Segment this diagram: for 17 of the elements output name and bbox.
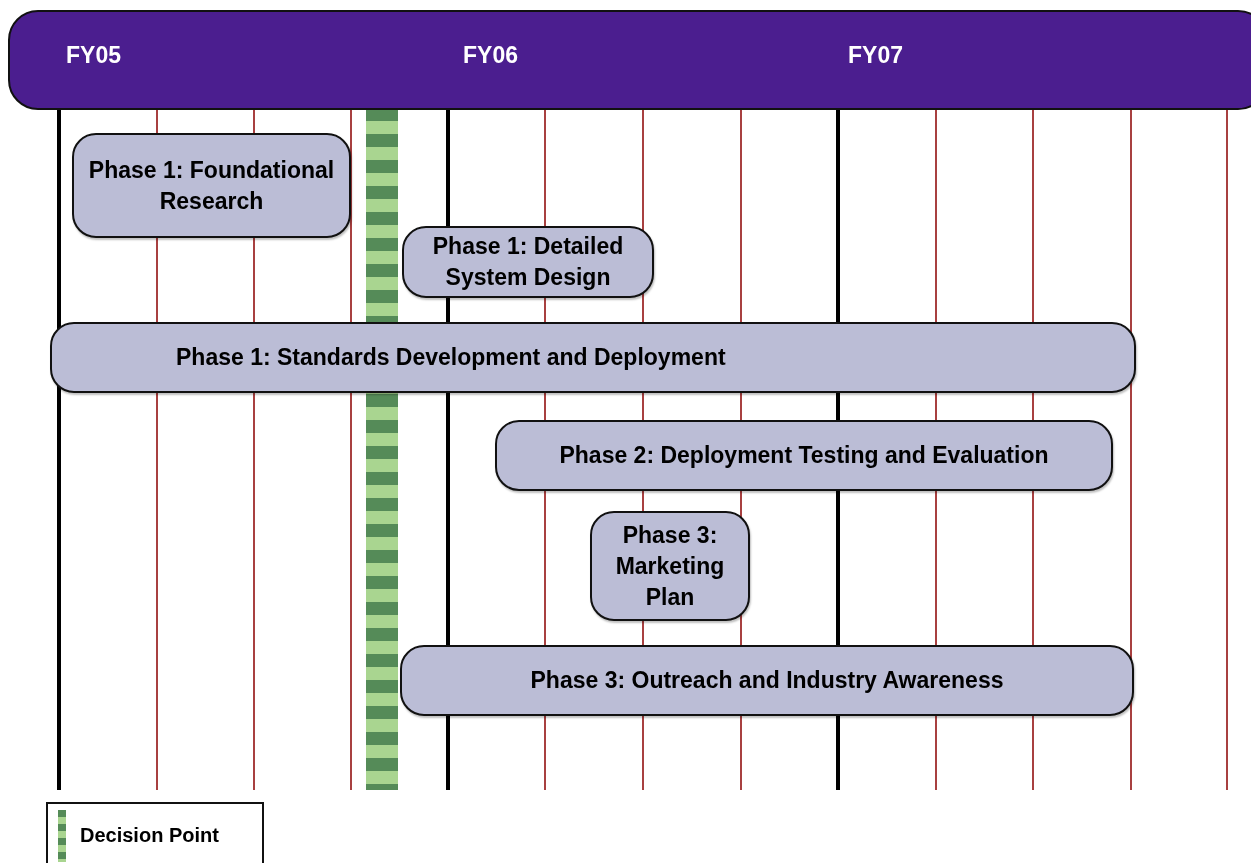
phase-box: [402, 226, 654, 298]
phase-label: Phase 1: Foundational Research: [87, 155, 336, 216]
phase-label: Phase 2: Deployment Testing and Evaluation: [559, 441, 1049, 470]
fiscal-year-label: FY05: [66, 42, 121, 69]
legend-label: Decision Point: [80, 824, 219, 847]
phase-box: [590, 511, 750, 621]
fiscal-year-label: FY07: [848, 42, 903, 69]
phase-box: [72, 133, 351, 238]
phase-label: Phase 1: Standards Development and Deployment: [176, 343, 726, 372]
phase-label: Phase 1: Detailed System Design: [431, 232, 625, 292]
phase-box: [400, 645, 1134, 716]
phase-box: [495, 420, 1113, 491]
phase-label: Phase 3: Outreach and Industry Awareness: [530, 666, 1004, 695]
phase-box: [50, 322, 1136, 393]
fiscal-year-band: [8, 10, 1251, 110]
fiscal-year-label: FY06: [463, 42, 518, 69]
phase-label: Phase 3: Marketing Plan: [614, 520, 726, 612]
